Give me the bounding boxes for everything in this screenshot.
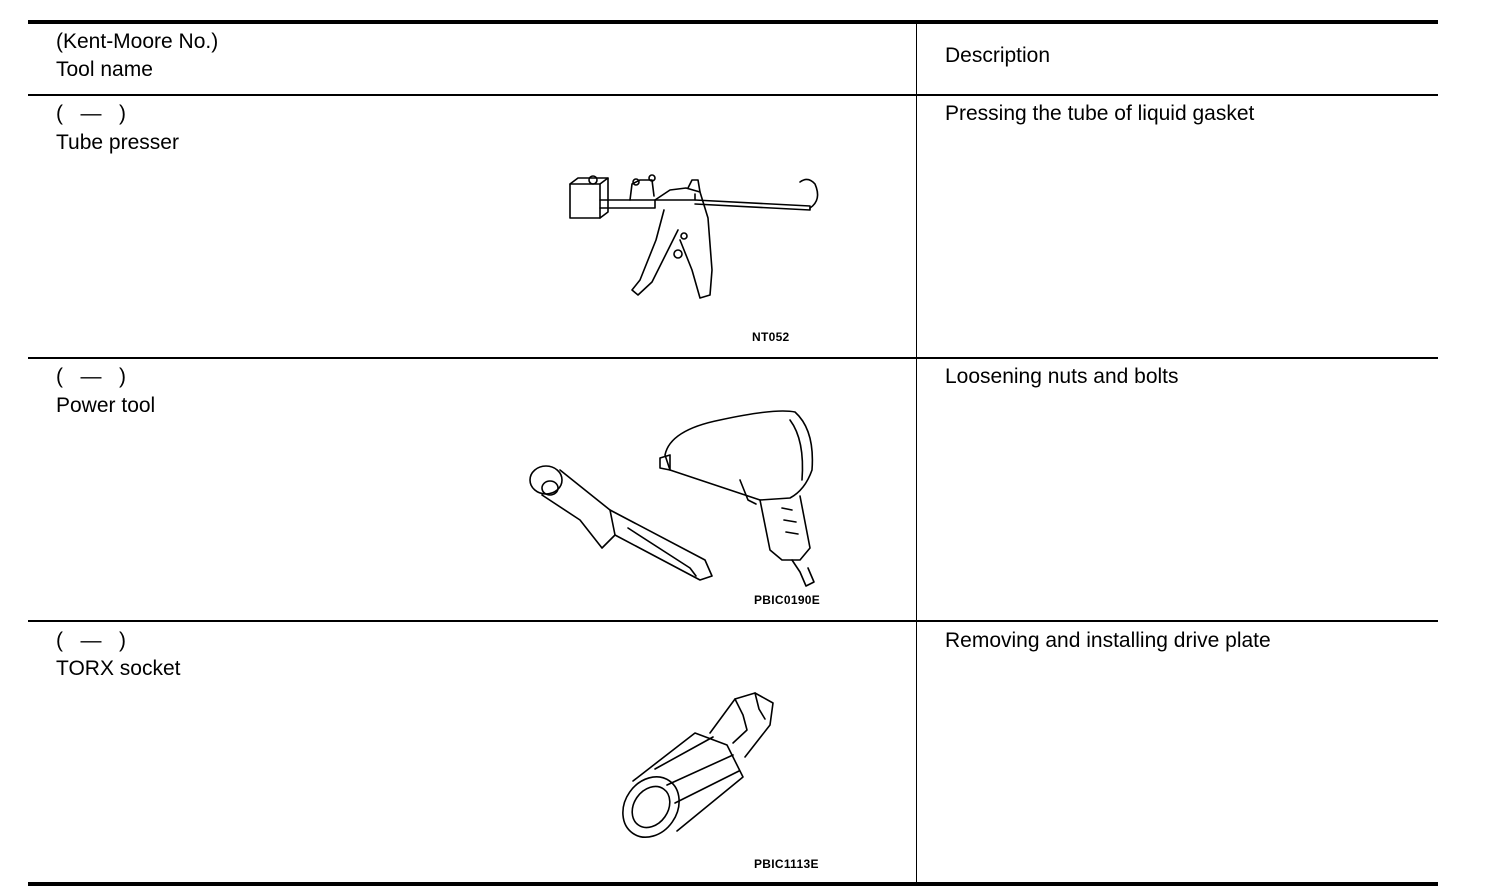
tool-description: Loosening nuts and bolts — [945, 365, 1179, 388]
tool-name: TORX socket — [56, 657, 181, 680]
tool-name: Tube presser — [56, 131, 179, 154]
header-tool-name-label: Tool name — [56, 58, 153, 81]
table-top-border — [28, 20, 1438, 24]
power-tool-icon — [529, 410, 815, 587]
table-bottom-border — [28, 882, 1438, 886]
tube-presser-icon — [569, 174, 819, 299]
header-kent-moore-label: (Kent-Moore No.) — [56, 30, 219, 53]
tool-name: Power tool — [56, 394, 156, 417]
header-divider — [28, 94, 1438, 96]
header-description-label: Description — [945, 44, 1051, 67]
column-divider — [916, 22, 917, 884]
kent-moore-number: ( — ) — [56, 629, 126, 652]
kent-moore-number: ( — ) — [56, 365, 126, 388]
image-code: PBIC1113E — [754, 857, 819, 871]
kent-moore-number: ( — ) — [56, 102, 126, 125]
torx-socket-icon — [622, 692, 774, 838]
image-code: PBIC0190E — [754, 593, 821, 607]
tool-description: Pressing the tube of liquid gasket — [945, 102, 1255, 125]
tool-description: Removing and installing drive plate — [945, 629, 1271, 652]
row-divider — [28, 357, 1438, 359]
image-code: NT052 — [752, 330, 790, 344]
row-divider — [28, 620, 1438, 622]
